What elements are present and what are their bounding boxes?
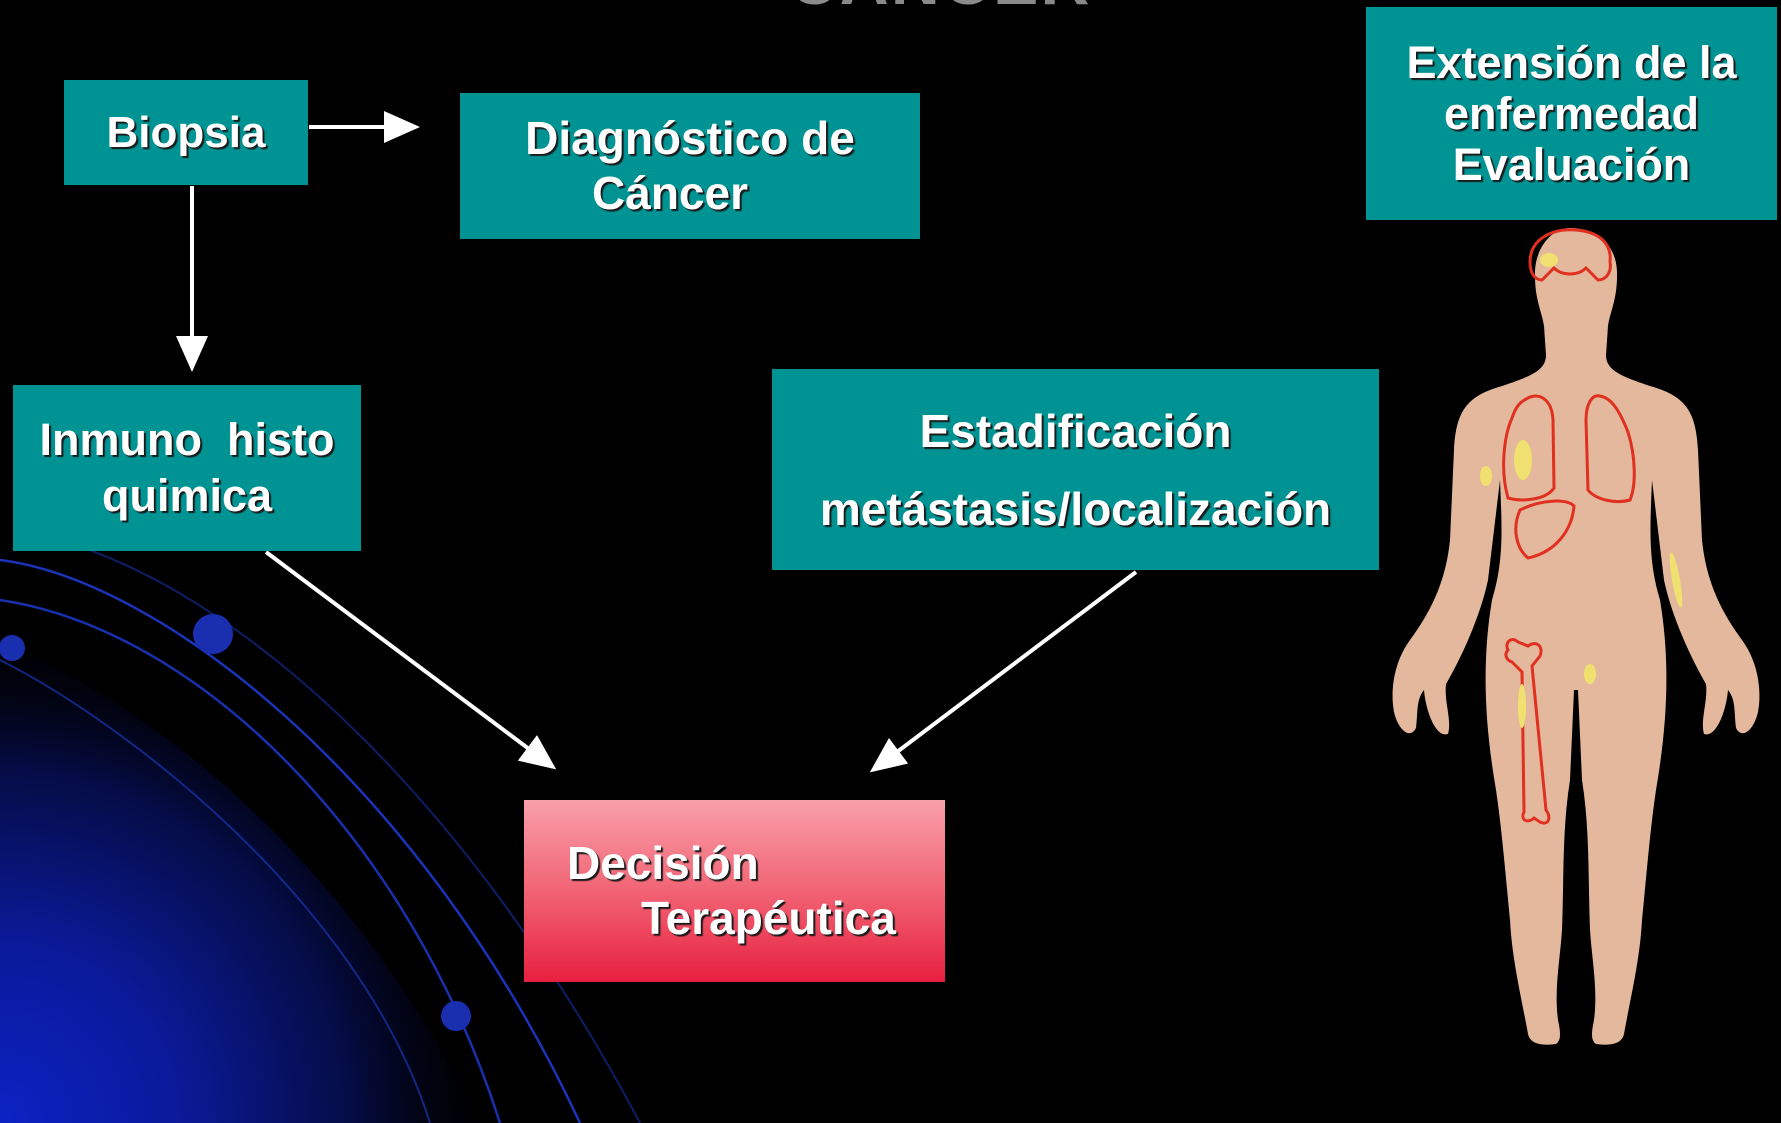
lesion-spot	[1518, 684, 1526, 728]
left-lung-outline	[1584, 394, 1636, 504]
arrow-estadificacion-to-decision	[869, 570, 1138, 773]
orbit-node	[0, 635, 25, 661]
node-label: Inmuno histo	[39, 414, 335, 465]
node-diagnostico: Diagnóstico de Cáncer	[460, 93, 920, 239]
brain-outline	[1528, 228, 1612, 282]
node-label: Terapéutica	[641, 892, 896, 944]
lesion-spot	[1669, 552, 1683, 608]
node-estadificacion: Estadificación metástasis/localización	[772, 369, 1379, 570]
node-decision-terapeutica: Decisión Terapéutica	[524, 800, 945, 982]
human-body-figure	[1392, 228, 1760, 1045]
orbit-curve	[0, 659, 431, 1123]
node-label: Biopsia	[106, 107, 266, 157]
orbit-node	[441, 1001, 471, 1031]
node-extension-enfermedad: Extensión de la enfermedad Evaluación	[1366, 7, 1777, 220]
slide-title: CÁNCER	[660, 0, 1220, 16]
node-label: Estadificación	[919, 404, 1232, 457]
lesion-spot	[1584, 664, 1596, 684]
orbit-curve	[59, 539, 641, 1123]
node-label: quimica	[101, 470, 273, 521]
lesion-spot	[1480, 466, 1492, 486]
right-lung-outline	[1502, 394, 1556, 502]
node-label: Diagnóstico de	[525, 112, 855, 164]
node-label: Extensión de la	[1406, 37, 1737, 88]
node-label: enfermedad	[1443, 88, 1700, 139]
femur-outline	[1504, 638, 1551, 825]
node-label: Decisión	[567, 837, 759, 889]
node-label: metástasis/localización	[819, 482, 1332, 535]
arrow-inmuno-to-decision	[264, 550, 557, 770]
node-inmuno-histo-quimica: Inmuno histo quimica	[13, 385, 361, 551]
orbit-curve	[0, 558, 582, 1123]
node-label: Evaluación	[1452, 139, 1691, 190]
body-silhouette	[1392, 228, 1760, 1045]
lesion-spot	[1514, 440, 1532, 480]
node-biopsia: Biopsia	[64, 80, 308, 185]
orbit-node	[193, 614, 233, 654]
liver-outline	[1514, 499, 1576, 560]
lesion-spot	[1540, 253, 1558, 267]
node-label: Cáncer	[592, 167, 748, 219]
